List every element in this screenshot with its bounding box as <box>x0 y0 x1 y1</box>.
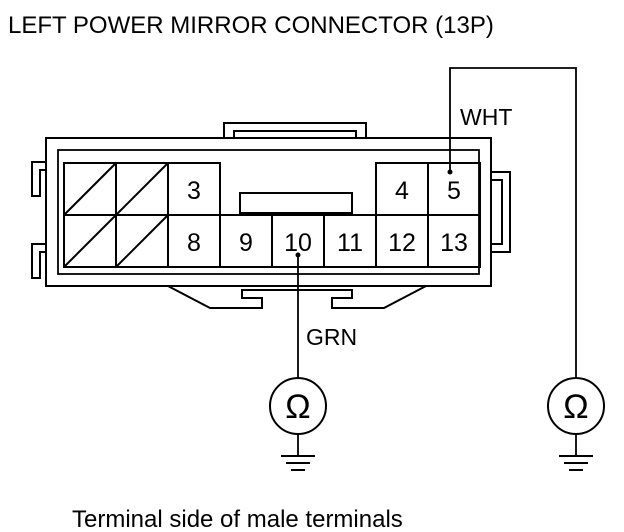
ohmmeter-left-icon: Ω <box>269 377 327 435</box>
pin-3: 3 <box>187 177 201 205</box>
pin-13: 13 <box>440 229 468 257</box>
center-tab <box>239 192 353 214</box>
ohm-symbol-right: Ω <box>563 388 588 426</box>
pin-4: 4 <box>395 177 409 205</box>
cavity-grid <box>63 162 481 268</box>
bottom-key <box>167 285 427 309</box>
wht-wire-label: WHT <box>460 104 512 130</box>
ground-right-icon <box>559 455 593 471</box>
pin-10-probe-dot <box>295 252 301 258</box>
left-latch-upper <box>31 161 46 197</box>
left-latch-lower <box>31 243 46 279</box>
pin-5: 5 <box>447 177 461 205</box>
ground-left-icon <box>281 455 315 471</box>
ohm-symbol-left: Ω <box>285 388 310 426</box>
pin-10: 10 <box>284 229 312 257</box>
wht-wire <box>449 67 577 378</box>
right-latch <box>491 171 511 253</box>
pin-11: 11 <box>337 229 363 257</box>
top-latch <box>223 122 367 138</box>
grn-wire-label: GRN <box>306 324 357 350</box>
pin-12: 12 <box>388 229 416 257</box>
ohmmeter-right-icon: Ω <box>547 377 605 435</box>
diagram-caption: Terminal side of male terminals <box>72 506 403 532</box>
diagram-title: LEFT POWER MIRROR CONNECTOR (13P) <box>8 12 494 39</box>
pin-5-probe-dot <box>447 169 453 175</box>
connector-housing <box>31 122 511 309</box>
pin-8: 8 <box>187 229 201 257</box>
pin-9: 9 <box>239 229 253 257</box>
